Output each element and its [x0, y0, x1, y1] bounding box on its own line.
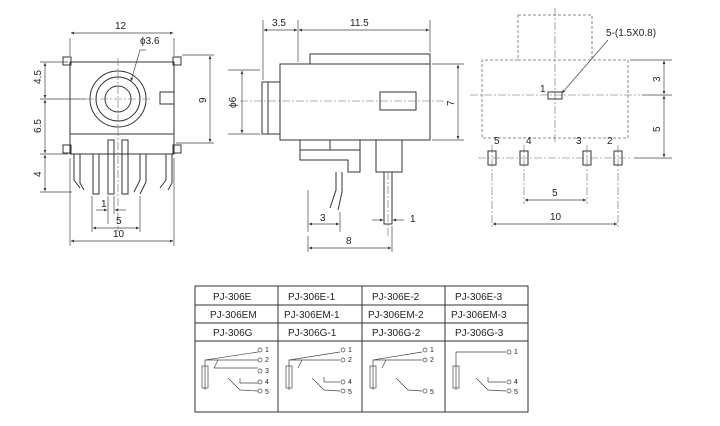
- dim-front-left-3: 4: [33, 171, 44, 177]
- model-cell: PJ-306EM-3: [451, 310, 507, 321]
- schematic-pin-label: 1: [348, 347, 352, 354]
- model-cell: PJ-306EM: [210, 310, 257, 321]
- schematic-3: 1 2 5: [369, 347, 434, 396]
- dim-front-bottom-2: 5: [116, 216, 122, 227]
- schematic-pin-label: 1: [430, 347, 434, 354]
- dim-side-left: ϕ6: [228, 96, 239, 108]
- model-cell: PJ-306G-1: [288, 328, 337, 339]
- schematic-4: 1 4 5: [452, 349, 518, 396]
- schematic-pin-label: 4: [514, 379, 518, 386]
- side-view: 3.5 11.5 ϕ6 7 3 1 8: [228, 18, 464, 252]
- model-cell: PJ-306E: [213, 292, 252, 303]
- dim-pcb-right-1: 3: [652, 76, 663, 82]
- side-body: [279, 63, 431, 141]
- schematic-pin-label: 3: [265, 368, 269, 375]
- schematic-pin-label: 2: [348, 357, 352, 364]
- dim-pcb-bottom-1: 5: [552, 188, 558, 199]
- dim-hole-diameter: ϕ3.6: [140, 36, 160, 47]
- dim-front-left-2: 6.5: [33, 119, 44, 133]
- dim-front-right: 9: [198, 97, 209, 103]
- pin-label-5: 5: [494, 136, 500, 147]
- model-cell: PJ-306EM-1: [284, 310, 340, 321]
- dim-front-bottom-3: 10: [113, 229, 125, 240]
- pin-label-3: 3: [576, 136, 582, 147]
- model-cell: PJ-306E-1: [288, 292, 336, 303]
- dim-side-top-2: 11.5: [350, 18, 369, 29]
- schematic-pin-label: 1: [265, 347, 269, 354]
- dim-side-bottom-1: 3: [320, 213, 326, 224]
- hole-spec: 5-(1.5X0.8): [606, 28, 656, 39]
- dim-front-left-1: 4.5: [33, 70, 44, 84]
- dim-side-bottom-2: 1: [410, 214, 416, 225]
- side-plug-sleeve: [261, 81, 281, 135]
- dim-side-top-1: 3.5: [272, 18, 286, 29]
- schematic-pin-label: 4: [348, 379, 352, 386]
- pin-label-1: 1: [540, 84, 546, 95]
- schematic-pin-label: 5: [348, 389, 352, 396]
- pin-label-4: 4: [526, 136, 532, 147]
- schematic-pin-label: 1: [514, 349, 518, 356]
- model-cell: PJ-306E-2: [372, 292, 420, 303]
- schematic-pin-label: 5: [514, 389, 518, 396]
- dim-pcb-right-2: 5: [652, 126, 663, 132]
- front-view: 12 ϕ3.6 4.5 6.5 4 9 1 5 10: [33, 21, 214, 246]
- pin-label-2: 2: [607, 136, 613, 147]
- model-table: PJ-306E PJ-306E-1 PJ-306E-2 PJ-306E-3 PJ…: [194, 285, 529, 413]
- schematic-2: 1 2 4 5: [285, 347, 352, 396]
- model-cell: PJ-306E-3: [455, 292, 503, 303]
- schematic-pin-label: 4: [265, 379, 269, 386]
- model-cell: PJ-306G-3: [455, 328, 504, 339]
- dim-front-width: 12: [115, 21, 127, 32]
- dim-front-bottom-1: 1: [101, 199, 107, 210]
- schematic-pin-label: 5: [430, 389, 434, 396]
- model-cell: PJ-306EM-2: [368, 310, 424, 321]
- pad-1: [547, 91, 563, 100]
- model-cell: PJ-306G: [213, 328, 253, 339]
- schematic-pin-label: 2: [265, 357, 269, 364]
- dim-side-bottom-3: 8: [346, 236, 352, 247]
- schematic-pin-label: 5: [265, 389, 269, 396]
- model-cell: PJ-306G-2: [372, 328, 421, 339]
- dim-side-right: 7: [446, 100, 457, 106]
- schematic-1: 1 2 3 4 5: [201, 347, 269, 396]
- schematic-pin-label: 2: [430, 357, 434, 364]
- dim-pcb-bottom-2: 10: [550, 212, 562, 223]
- pcb-layout-view: 5 4 3 2 1 5-(1.5X0.8) 3 5 5 10: [470, 8, 672, 228]
